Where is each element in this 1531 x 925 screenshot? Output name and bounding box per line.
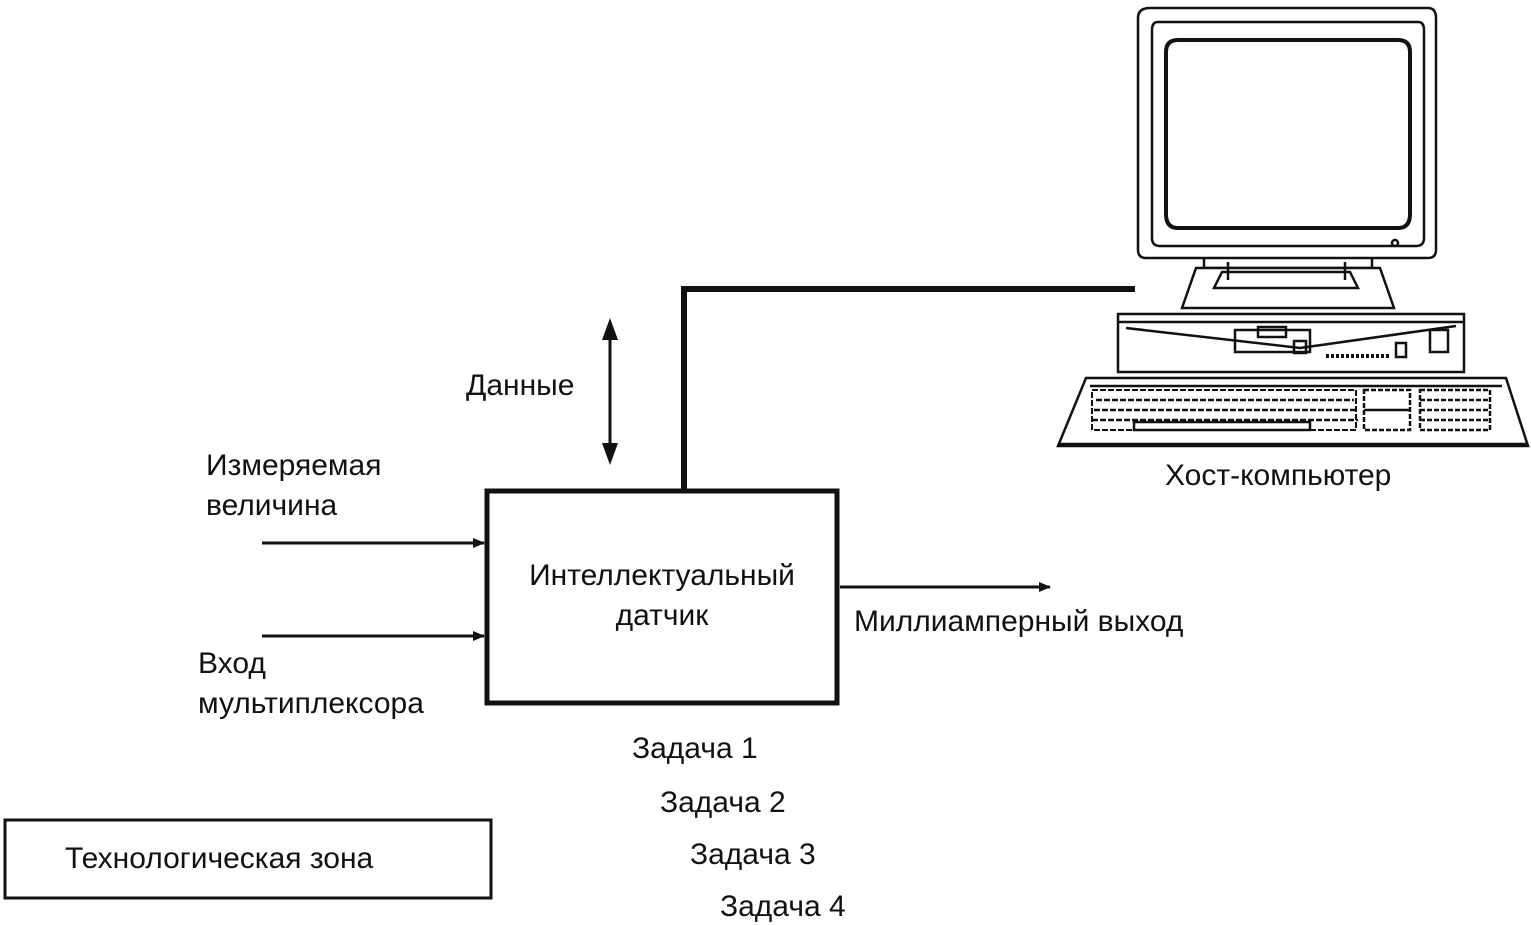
milliamp-output-label: Миллиамперный выход <box>854 605 1184 638</box>
task-4-label: Задача 4 <box>720 890 846 923</box>
task-1-label: Задача 1 <box>632 732 758 765</box>
data-label: Данные <box>466 369 575 402</box>
sensor-label-line1: Интеллектуальный <box>529 559 795 592</box>
host-computer-label: Хост-компьютер <box>1165 459 1392 492</box>
task-2-label: Задача 2 <box>660 786 786 819</box>
sensor-label: Интеллектуальный датчик <box>487 556 837 636</box>
zone-label: Технологическая зона <box>65 842 374 875</box>
multiplexer-input-line2: мультиплексора <box>198 687 424 720</box>
multiplexer-input-label: Вход мультиплексора <box>198 644 424 724</box>
multiplexer-input-line1: Вход <box>198 647 266 680</box>
sensor-box <box>484 488 840 706</box>
host-connection-line <box>681 286 1135 491</box>
measured-value-label: Измеряемая величина <box>206 446 381 526</box>
desktop-computer-icon <box>1056 6 1530 448</box>
data-double-arrow-icon <box>602 318 618 465</box>
sensor-label-line2: датчик <box>615 599 709 632</box>
task-3-label: Задача 3 <box>690 838 816 871</box>
zone-box <box>3 818 493 900</box>
measured-value-line2: величина <box>206 489 338 522</box>
measured-value-line1: Измеряемая <box>206 449 382 482</box>
